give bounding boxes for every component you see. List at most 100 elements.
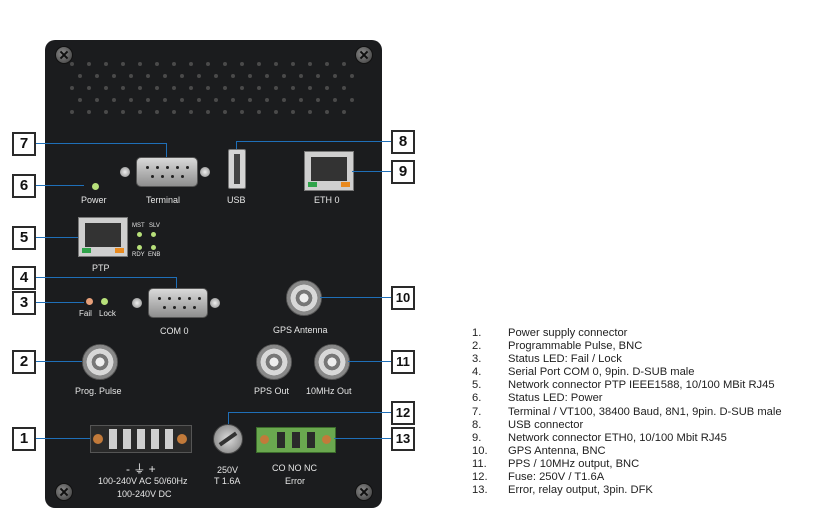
vent-hole: [78, 98, 82, 102]
enb-led: [151, 245, 156, 250]
eth0-label: ETH 0: [314, 195, 340, 205]
power-symbols-label: - ⏚ +: [126, 462, 156, 476]
vent-hole: [325, 86, 329, 90]
vent-hole: [104, 62, 108, 66]
rdy-label: RDY: [132, 252, 145, 258]
terminal-label: Terminal: [146, 195, 181, 205]
vent-hole: [291, 110, 295, 114]
tenmhz-out-bnc-connector[interactable]: [314, 344, 350, 380]
vent-hole: [257, 86, 261, 90]
callout-line-2: [34, 361, 82, 362]
list-item: 7.Terminal / VT100, 38400 Baud, 8N1, 9pi…: [472, 405, 782, 418]
vent-hole: [172, 62, 176, 66]
screw-top-right-icon: [355, 46, 373, 64]
callout-7: 7: [12, 132, 36, 156]
vent-hole: [248, 74, 252, 78]
vent-hole: [291, 86, 295, 90]
callout-line-7: [34, 143, 166, 144]
pps-out-bnc-connector[interactable]: [256, 344, 292, 380]
com0-dsub-connector[interactable]: [148, 288, 208, 318]
vent-hole: [163, 74, 167, 78]
gps-antenna-bnc-connector[interactable]: [286, 280, 322, 316]
vent-hole: [333, 98, 337, 102]
vent-hole: [299, 98, 303, 102]
vent-hole: [282, 98, 286, 102]
callout-3: 3: [12, 291, 36, 315]
callout-5: 5: [12, 226, 36, 250]
callout-6: 6: [12, 174, 36, 198]
vent-hole: [172, 86, 176, 90]
vent-hole: [257, 62, 261, 66]
vent-hole: [223, 62, 227, 66]
vent-hole: [240, 86, 244, 90]
vent-hole: [70, 110, 74, 114]
vent-hole: [155, 110, 159, 114]
callout-line-12-drop: [228, 412, 229, 424]
vent-hole: [180, 74, 184, 78]
connector-legend-list: 1.Power supply connector 2.Programmable …: [472, 327, 782, 497]
vent-hole: [350, 98, 354, 102]
callout-line-1: [34, 438, 90, 439]
callout-line-10: [320, 297, 392, 298]
vent-hole: [299, 74, 303, 78]
vent-hole: [265, 98, 269, 102]
fuse-holder[interactable]: [213, 424, 243, 454]
mst-label: MST: [132, 223, 145, 229]
list-item: 8.USB connector: [472, 418, 584, 431]
com0-screw-right-icon: [210, 298, 220, 308]
vent-hole: [172, 110, 176, 114]
vent-hole: [121, 110, 125, 114]
callout-line-8-drop: [236, 141, 237, 149]
vent-hole: [214, 98, 218, 102]
vent-hole: [333, 74, 337, 78]
vent-hole: [189, 110, 193, 114]
vent-hole: [206, 86, 210, 90]
vent-hole: [316, 74, 320, 78]
callout-line-4-drop: [176, 277, 177, 288]
list-item: 5.Network connector PTP IEEE1588, 10/100…: [472, 379, 775, 392]
vent-hole: [291, 62, 295, 66]
vent-hole: [274, 110, 278, 114]
eth0-rj45-port[interactable]: [304, 151, 354, 191]
vent-hole: [112, 74, 116, 78]
callout-line-5: [34, 237, 78, 238]
usb-connector[interactable]: [228, 149, 246, 189]
tenmhz-out-label: 10MHz Out: [306, 386, 352, 396]
vent-hole: [197, 98, 201, 102]
usb-label: USB: [227, 195, 246, 205]
vent-hole: [129, 98, 133, 102]
prog-pulse-bnc-connector[interactable]: [82, 344, 118, 380]
list-item: 3.Status LED: Fail / Lock: [472, 353, 622, 366]
fail-led: [86, 298, 93, 305]
vent-hole: [104, 86, 108, 90]
vent-hole: [95, 74, 99, 78]
vent-hole: [274, 86, 278, 90]
callout-8: 8: [391, 130, 415, 154]
ptp-rj45-port[interactable]: [78, 217, 128, 257]
relay-pins-label: CO NO NC: [272, 463, 317, 473]
callout-2: 2: [12, 350, 36, 374]
vent-hole: [223, 110, 227, 114]
vent-hole: [121, 62, 125, 66]
power-ac-label: 100-240V AC 50/60Hz: [98, 476, 188, 486]
error-relay-connector[interactable]: [256, 427, 336, 453]
vent-hole: [95, 98, 99, 102]
screw-bottom-left-icon: [55, 483, 73, 501]
vent-hole: [274, 62, 278, 66]
callout-line-7-drop: [166, 143, 167, 157]
prog-pulse-label: Prog. Pulse: [75, 386, 122, 396]
vent-hole: [223, 86, 227, 90]
vent-hole: [189, 62, 193, 66]
fuse-rating-label: T 1.6A: [214, 476, 241, 486]
vent-hole: [316, 98, 320, 102]
fail-label: Fail: [79, 309, 92, 318]
vent-hole: [87, 62, 91, 66]
power-led: [92, 183, 99, 190]
callout-11: 11: [391, 350, 415, 374]
terminal-dsub-connector[interactable]: [136, 157, 198, 187]
power-supply-connector[interactable]: [90, 425, 192, 453]
vent-hole: [240, 110, 244, 114]
list-item: 11.PPS / 10MHz output, BNC: [472, 457, 640, 470]
ptp-label: PTP: [92, 263, 110, 273]
callout-line-4: [34, 277, 176, 278]
